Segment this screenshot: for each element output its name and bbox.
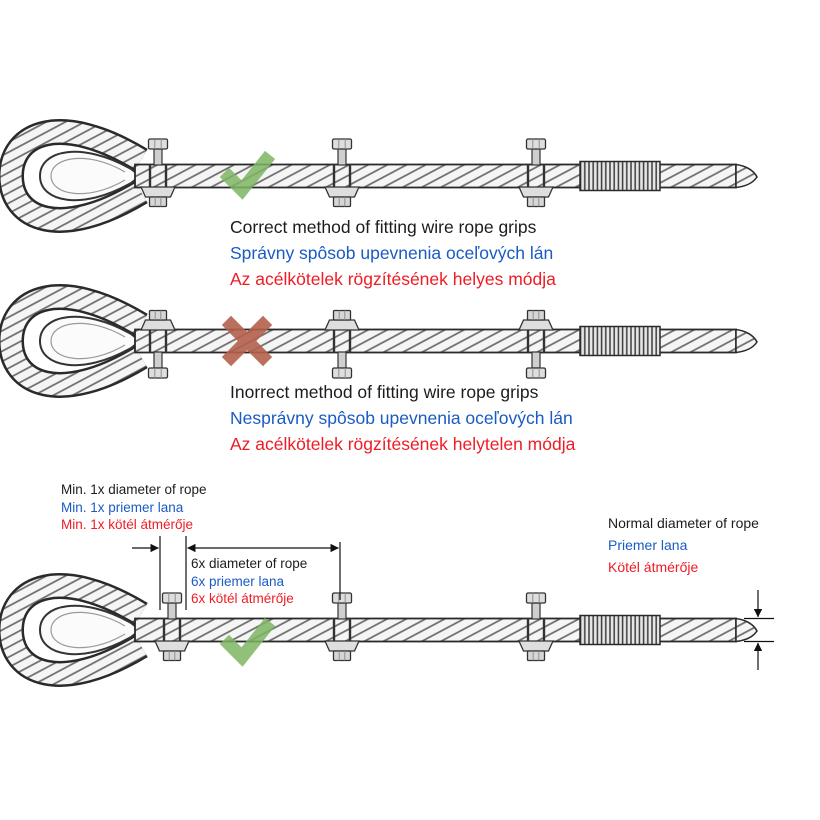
rope-assembly-correct-top xyxy=(11,132,757,220)
label-rope-diameter: Normal diameter of rope Priemer lana Köt… xyxy=(608,512,759,578)
caption-incorrect-en: Inorrect method of fitting wire rope gri… xyxy=(230,382,539,402)
caption-correct: Correct method of fitting wire rope grip… xyxy=(230,214,556,292)
caption-correct-en: Correct method of fitting wire rope grip… xyxy=(230,217,537,237)
label-grip-spacing-hu: 6x kötél átmérője xyxy=(191,591,294,606)
label-min-diameter-sk: Min. 1x priemer lana xyxy=(61,499,184,515)
wire-rope-with-thimble xyxy=(11,586,757,674)
wire-rope-with-thimble xyxy=(11,132,757,220)
label-grip-spacing-sk: 6x priemer lana xyxy=(191,573,285,589)
caption-correct-sk: Správny spôsob upevnenia oceľových lán xyxy=(230,243,554,263)
dimension-lines xyxy=(132,536,774,670)
caption-correct-hu: Az acélkötelek rögzítésének helyes módja xyxy=(230,269,556,289)
caption-incorrect-hu: Az acélkötelek rögzítésének helytelen mó… xyxy=(230,434,576,454)
label-grip-spacing: 6x diameter of rope 6x priemer lana 6x k… xyxy=(191,555,307,608)
wire-rope-with-thimble xyxy=(11,297,757,385)
label-rope-diameter-en: Normal diameter of rope xyxy=(608,515,759,531)
rope-assembly-incorrect xyxy=(11,297,757,385)
label-min-diameter-hu: Min. 1x kötél átmérője xyxy=(61,517,194,532)
caption-incorrect-sk: Nesprávny spôsob upevnenia oceľových lán xyxy=(230,408,573,428)
label-min-diameter: Min. 1x diameter of rope Min. 1x priemer… xyxy=(61,481,207,534)
label-min-diameter-en: Min. 1x diameter of rope xyxy=(61,482,207,497)
label-rope-diameter-sk: Priemer lana xyxy=(608,537,688,553)
label-rope-diameter-hu: Kötél átmérője xyxy=(608,559,699,575)
label-grip-spacing-en: 6x diameter of rope xyxy=(191,556,308,571)
caption-incorrect: Inorrect method of fitting wire rope gri… xyxy=(230,379,575,457)
rope-assembly-correct-bottom xyxy=(11,586,757,674)
